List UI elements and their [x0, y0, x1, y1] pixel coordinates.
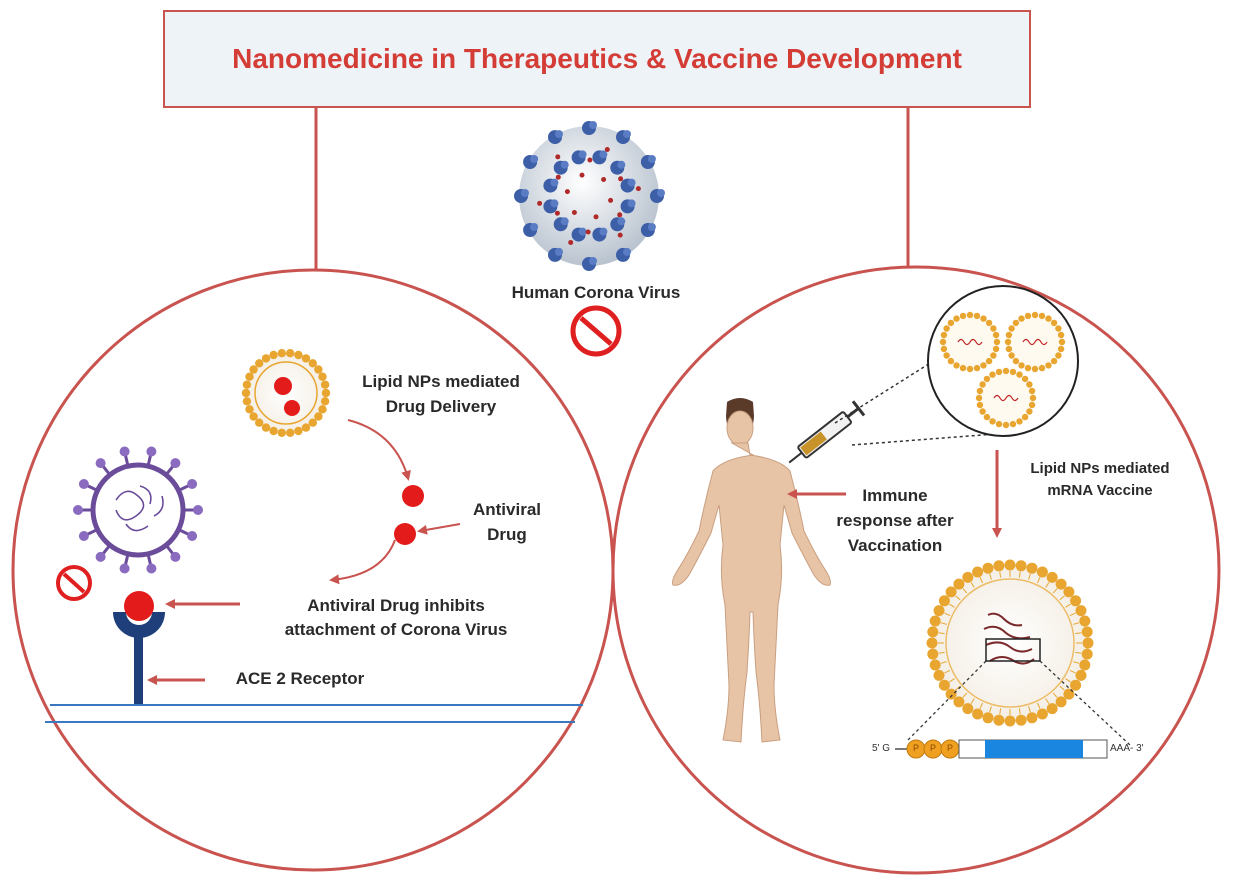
virus-label: Human Corona Virus	[511, 283, 681, 302]
mrna-lipid-nanoparticle-icon	[926, 559, 1094, 727]
three-prime-label: AAA- 3'	[1110, 743, 1144, 754]
arrow-antiviral-label	[417, 523, 461, 535]
lipid-np-drug-label-line1: Lipid NPs mediated	[362, 372, 520, 391]
receptor-label: ACE 2 Receptor	[235, 669, 365, 688]
zoom-lines-mrna	[905, 660, 1131, 746]
inhibit-label-line1: Antiviral Drug inhibits	[307, 596, 485, 615]
immune-label-line1: Immune	[862, 486, 928, 505]
no-entry-icon	[56, 565, 92, 601]
corona-virus-icon	[514, 121, 665, 271]
page-title: Nanomedicine in Therapeutics & Vaccine D…	[232, 43, 962, 74]
cell-membrane	[45, 704, 583, 723]
antiviral-drug-dot-upper	[402, 485, 424, 507]
antiviral-label-line2: Drug	[487, 525, 527, 544]
lipid-nanoparticle-icon	[241, 349, 331, 437]
phosphate-label-2: P	[930, 743, 937, 753]
zoom-lines-syringe	[834, 359, 996, 446]
ace2-receptor-icon	[113, 591, 165, 705]
mini-lipid-nanoparticles	[939, 311, 1066, 429]
mrna-sequence-diagram	[895, 739, 1108, 759]
arrow-drug-to-receptor	[329, 539, 396, 585]
title-box: Nanomedicine in Therapeutics & Vaccine D…	[163, 10, 1031, 108]
antiviral-label-line1: Antiviral	[472, 500, 542, 519]
phosphate-label-3: P	[947, 743, 954, 753]
arrow-np-to-drug	[347, 419, 411, 481]
phosphate-label-1: P	[913, 743, 920, 753]
syringe-icon	[788, 400, 866, 464]
lipid-np-drug-label-line2: Drug Delivery	[385, 397, 497, 416]
five-prime-label: 5' G	[872, 743, 891, 754]
inhibit-label-line2: attachment of Corona Virus	[284, 620, 508, 639]
human-body-icon	[672, 398, 831, 743]
no-entry-icon	[570, 305, 622, 357]
vaccine-label-line2: mRNA Vaccine	[1047, 482, 1153, 499]
immune-label-line2: response after	[836, 511, 954, 530]
immune-label-line3: Vaccination	[847, 536, 943, 555]
title-connectors	[314, 108, 910, 272]
right-panel-circle	[611, 265, 1221, 875]
antiviral-drug-dot-lower	[394, 523, 416, 545]
corona-virus-purple-icon	[73, 446, 203, 574]
vaccine-label-line1: Lipid NPs mediated	[1030, 460, 1170, 477]
